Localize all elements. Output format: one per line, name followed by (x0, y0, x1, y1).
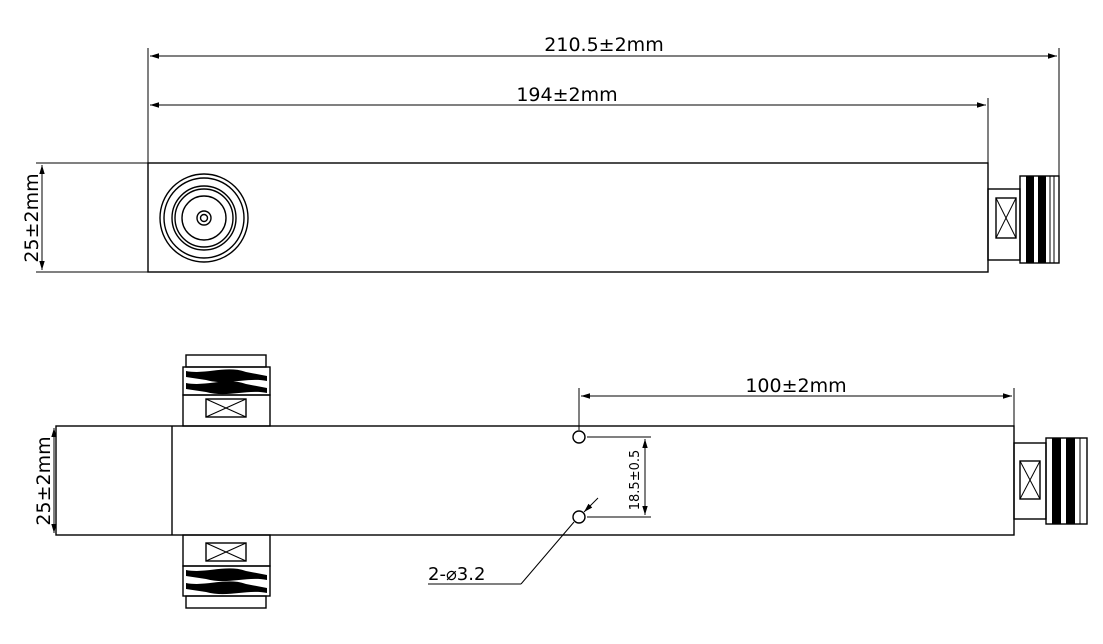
bottom-body (55, 425, 1015, 536)
bottom-n-connector (182, 534, 271, 609)
top-body (147, 162, 989, 273)
hole-callout: 2-⌀3.2 (428, 497, 599, 585)
mounting-hole-upper (572, 430, 586, 444)
body-length-dimension: 194±2mm (150, 84, 986, 108)
right-n-connector (987, 175, 1060, 264)
top-n-connector (182, 354, 271, 427)
overall-length-label: 210.5±2mm (544, 34, 663, 56)
hole-spacing-label: 18.5±0.5 (628, 450, 643, 511)
top-view: 210.5±2mm 194±2mm 25±2mm (21, 34, 1060, 273)
hole-distance-dimension: 100±2mm (578, 375, 1015, 430)
hole-callout-label: 2-⌀3.2 (428, 564, 485, 585)
top-width-label: 25±2mm (21, 173, 43, 262)
mounting-hole-lower (572, 510, 586, 524)
overall-length-dimension: 210.5±2mm (150, 34, 1057, 59)
bottom-width-label: 25±2mm (33, 436, 55, 525)
hole-spacing-dimension: 18.5±0.5 (587, 436, 651, 518)
bottom-view: 25±2mm (33, 354, 1088, 609)
bottom-width-dimension: 25±2mm (33, 428, 57, 533)
body-length-label: 194±2mm (516, 84, 617, 106)
top-width-dimension: 25±2mm (21, 162, 148, 273)
output-n-connector (1013, 437, 1088, 525)
input-connector-face (159, 173, 249, 263)
hole-distance-label: 100±2mm (745, 375, 846, 397)
